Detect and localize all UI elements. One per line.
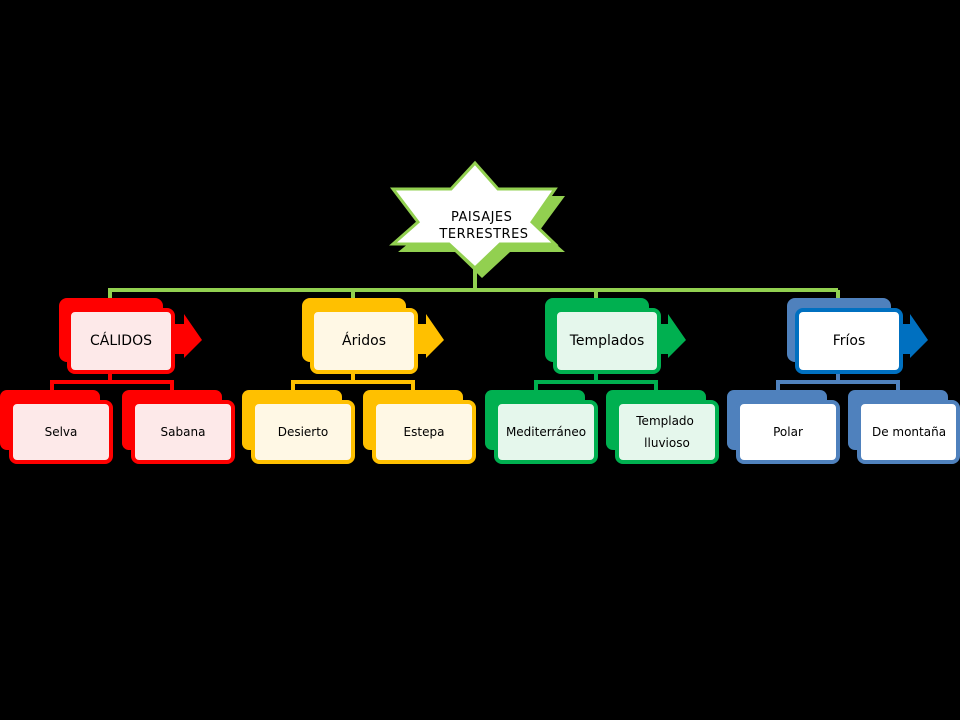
root-label-line1: PAISAJES — [451, 210, 512, 225]
templado-lluvioso-label-line1: Templado — [635, 414, 694, 428]
category-templados: Templados Mediterráneo Templado lluvioso — [485, 298, 719, 464]
de-montana-box — [857, 400, 960, 464]
sabana-label: Sabana — [161, 425, 206, 439]
root-star-front — [389, 160, 559, 271]
polar-label: Polar — [773, 425, 803, 439]
estepa-box — [372, 400, 476, 464]
aridos-label: Áridos — [342, 332, 386, 349]
calidos-label: CÁLIDOS — [90, 332, 152, 349]
aridos-box — [310, 308, 418, 374]
svg-text:Templado lluvioso: Templado lluvioso — [635, 414, 697, 450]
estepa-label: Estepa — [404, 425, 445, 439]
calidos-box — [67, 308, 175, 374]
selva-box — [9, 400, 113, 464]
root-label-line2: TERRESTRES — [438, 227, 528, 242]
svg-text:PAISAJES TERRESTRES: PAISAJES TERRESTRES — [438, 210, 528, 242]
sabana-box — [131, 400, 235, 464]
templado-lluvioso-label-line2: lluvioso — [644, 436, 690, 450]
desierto-label: Desierto — [278, 425, 329, 439]
selva-label: Selva — [45, 425, 78, 439]
frios-box — [795, 308, 903, 374]
templados-box — [553, 308, 661, 374]
frios-label: Fríos — [833, 333, 866, 349]
root-node: PAISAJES TERRESTRES — [389, 160, 565, 278]
desierto-box — [251, 400, 355, 464]
templados-label: Templados — [569, 333, 645, 349]
connector-root — [108, 268, 477, 300]
connector-lines — [50, 268, 900, 392]
templado-lluvioso-box — [615, 400, 719, 464]
category-calidos: CÁLIDOS Selva Sabana — [0, 298, 235, 464]
de-montana-label: De montaña — [872, 425, 946, 439]
mediterraneo-label: Mediterráneo — [506, 425, 586, 439]
category-frios: Fríos Polar De montaña — [727, 298, 960, 464]
polar-box — [736, 400, 840, 464]
mediterraneo-box — [494, 400, 598, 464]
category-aridos: Áridos Desierto Estepa — [242, 298, 476, 464]
